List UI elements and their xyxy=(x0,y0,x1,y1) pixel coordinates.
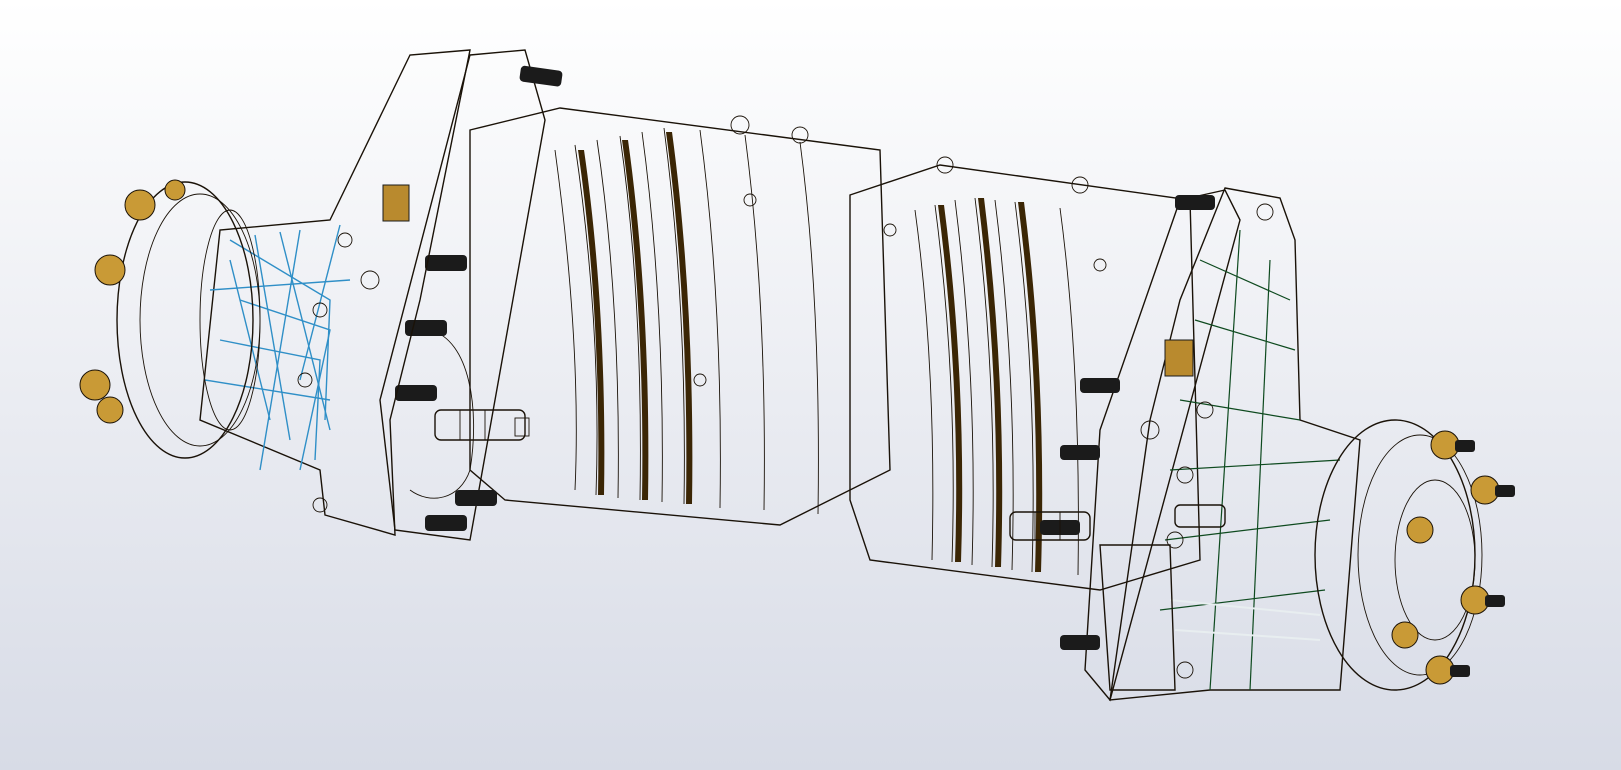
motor-housing-left[interactable] xyxy=(469,107,891,526)
right-gearbox-housing[interactable] xyxy=(1099,187,1361,701)
right-red-cover xyxy=(1099,544,1176,691)
left-output-flange[interactable] xyxy=(79,179,261,459)
right-stud-bolts xyxy=(1040,195,1215,650)
right-nameplate xyxy=(1164,339,1194,377)
left-flange-nuts xyxy=(79,179,186,424)
left-gearbox-housing[interactable] xyxy=(199,49,471,536)
left-connector xyxy=(434,409,530,441)
right-flange-bore xyxy=(1394,479,1476,641)
right-connector xyxy=(1009,511,1091,541)
right-output-flange[interactable] xyxy=(1314,419,1515,691)
left-stud-bolts xyxy=(395,65,563,531)
right-flange-nuts xyxy=(1391,430,1500,685)
left-nameplate xyxy=(382,184,410,222)
left-adapter-plate[interactable] xyxy=(379,49,546,541)
right-brass-fitting xyxy=(1174,504,1226,528)
